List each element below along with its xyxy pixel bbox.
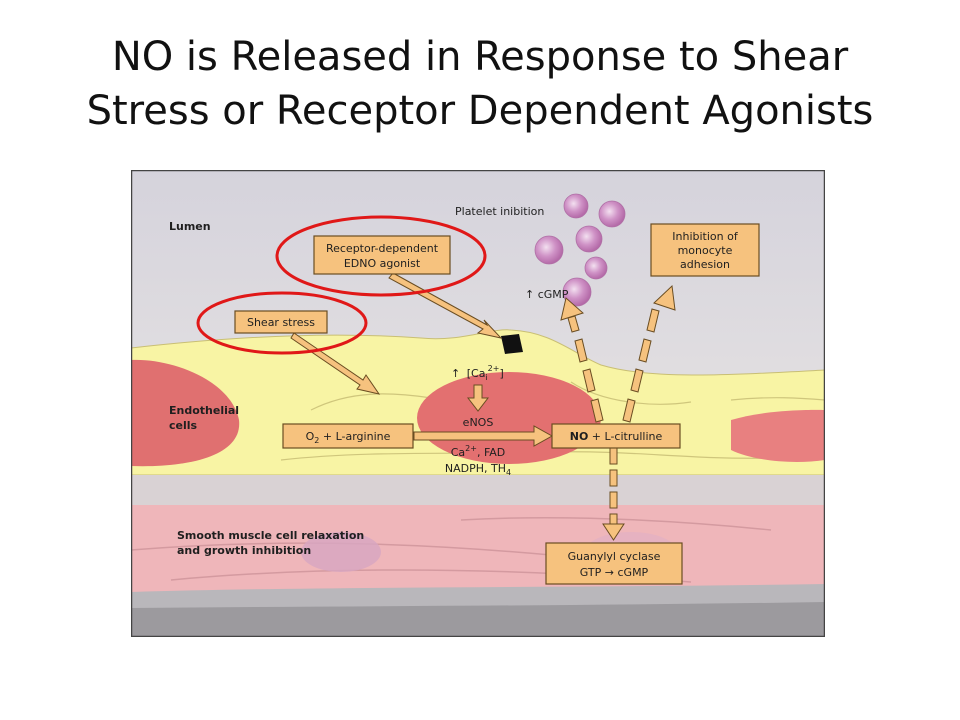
endothelial-nucleus-right xyxy=(731,409,825,462)
label-cofactors: Ca2+, FAD xyxy=(451,444,506,459)
receptor-icon xyxy=(501,334,523,354)
label-guanylyl-line2: GTP → cGMP xyxy=(580,566,649,579)
receptor-agonist-box xyxy=(313,235,451,275)
label-smooth-muscle-line1: Smooth muscle cell relaxation xyxy=(177,529,364,542)
label-endothelial-line1: Endothelial xyxy=(169,404,239,417)
label-enos: eNOS xyxy=(463,416,494,429)
label-endothelial-line2: cells xyxy=(169,419,198,432)
slide-title-line-1: NO is Released in Response to Shear xyxy=(111,34,849,80)
label-monocyte-line1: Inhibition of xyxy=(672,230,739,243)
label-monocyte-line3: adhesion xyxy=(680,258,730,271)
label-platelet-inhibition: Platelet inibition xyxy=(455,205,544,218)
smooth-muscle-nucleus xyxy=(301,532,381,572)
platelets xyxy=(534,193,626,307)
endothelial-nucleus-center xyxy=(417,372,601,464)
label-arginine: O2 + L-arginine xyxy=(306,430,391,445)
slide-title: NO is Released in Response to Shear Stre… xyxy=(0,30,960,138)
dashed-arrows xyxy=(560,284,676,541)
label-shear-stress: Shear stress xyxy=(247,316,315,329)
label-calcium: ↑ [Cai2+] xyxy=(451,364,504,382)
label-cgmp-arrow: ↑ cGMP xyxy=(525,288,569,301)
no-release-diagram: Lumen Platelet inibition Receptor-depend… xyxy=(131,170,825,637)
arginine-box xyxy=(282,423,414,449)
endothelial-nucleus-left xyxy=(131,359,240,467)
label-citrulline: NO + L-citrulline xyxy=(570,430,663,443)
monocyte-box xyxy=(650,223,760,277)
label-nadph: NADPH, TH4 xyxy=(445,462,511,477)
slide-title-line-2: Stress or Receptor Dependent Agonists xyxy=(86,88,874,134)
guanylyl-box xyxy=(545,542,683,585)
diagram-boxes xyxy=(234,223,760,585)
highlight-ring-receptor xyxy=(275,215,487,297)
label-receptor-line2: EDNO agonist xyxy=(344,257,421,270)
label-guanylyl-line1: Guanylyl cyclase xyxy=(568,550,661,563)
label-receptor-line1: Receptor-dependent xyxy=(326,242,439,255)
shear-stress-box xyxy=(234,310,328,334)
basement-membrane xyxy=(131,475,825,505)
citrulline-box xyxy=(551,423,681,449)
solid-arrows xyxy=(290,272,554,447)
highlight-ring-shear xyxy=(196,291,368,355)
label-monocyte-line2: monocyte xyxy=(678,244,733,257)
label-lumen: Lumen xyxy=(169,220,211,233)
label-smooth-muscle-line2: and growth inhibition xyxy=(177,544,311,557)
